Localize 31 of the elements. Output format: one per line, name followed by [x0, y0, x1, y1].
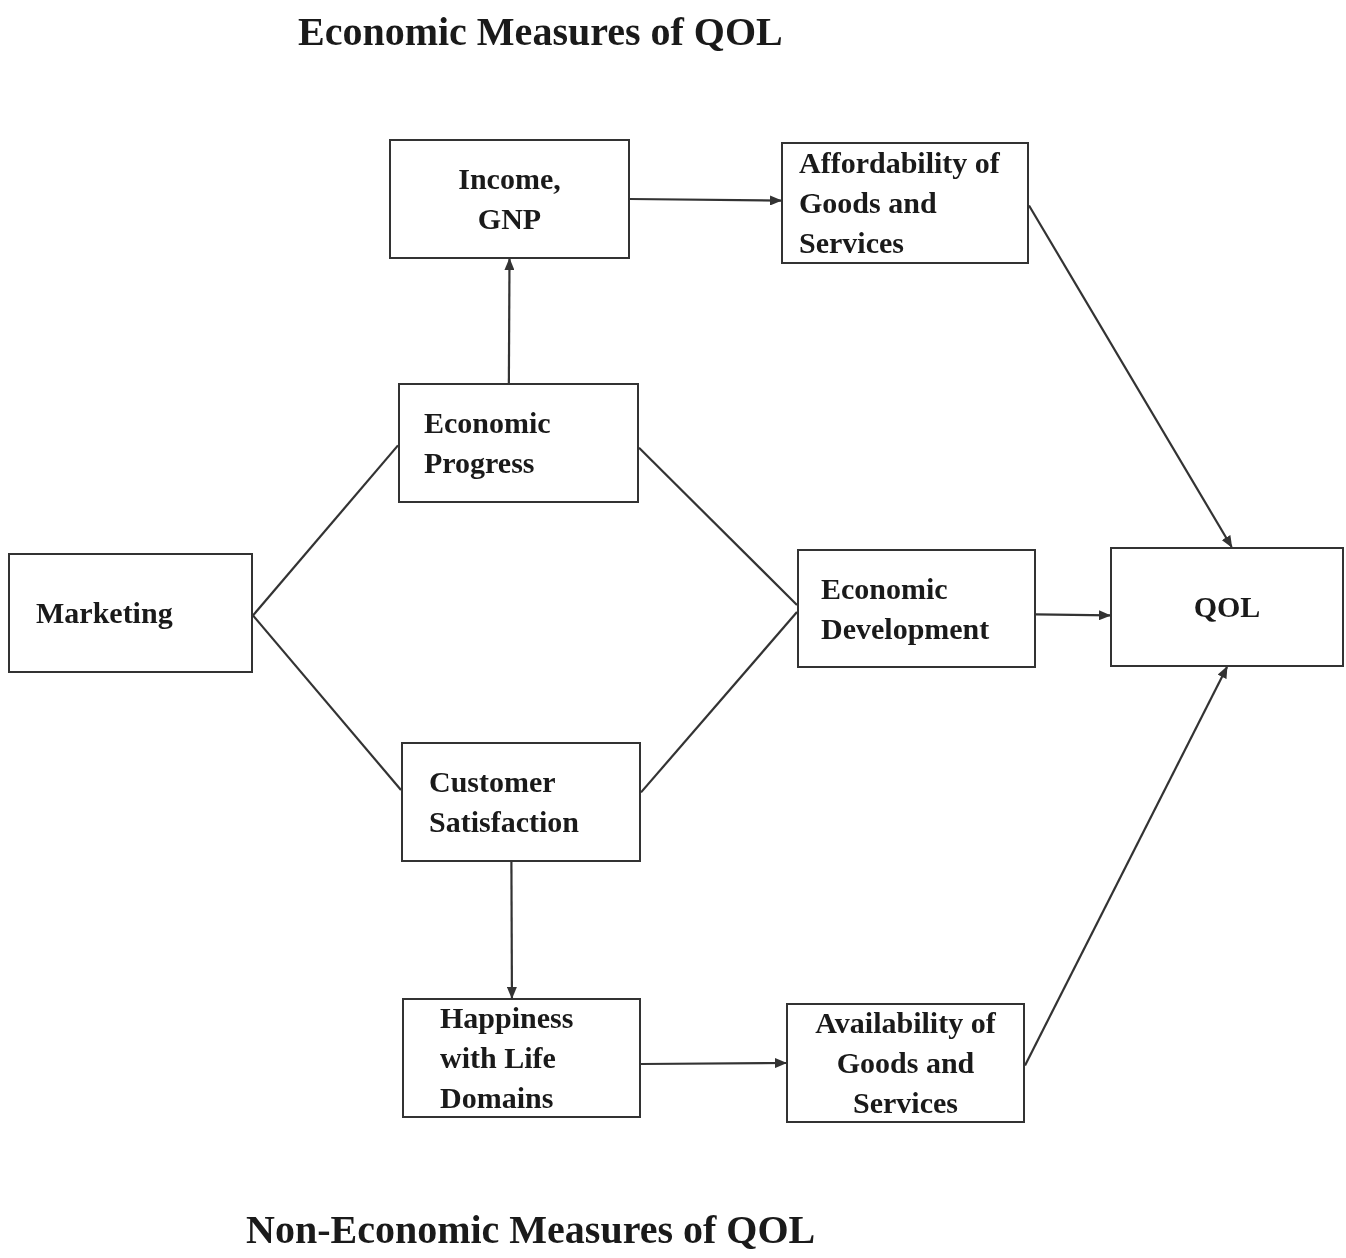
arrow	[630, 195, 782, 206]
connector-line	[252, 444, 399, 617]
box-label: Happiness with Life Domains	[440, 1000, 575, 1116]
process-box	[389, 139, 630, 259]
box-label: Economic Progress	[424, 405, 552, 481]
arrow	[506, 862, 517, 999]
process-box	[797, 549, 1036, 668]
box-label: Marketing	[36, 595, 174, 631]
arrow	[1036, 610, 1111, 621]
diagram-caption: Non-Economic Measures of QOL	[246, 1206, 816, 1253]
connector-line	[252, 614, 402, 791]
arrow	[1028, 204, 1233, 548]
process-box	[786, 1003, 1025, 1123]
process-box	[1110, 547, 1344, 667]
box-label: Affordability of Goods and Services	[799, 145, 1001, 261]
arrow	[641, 1058, 787, 1069]
process-box	[398, 383, 639, 503]
connector-line	[640, 611, 798, 794]
box-label: Economic Development	[821, 570, 991, 647]
arrow	[504, 258, 515, 383]
process-box	[402, 998, 641, 1118]
box-label: Customer Satisfaction	[429, 764, 580, 840]
diagram-title: Economic Measures of QOL	[298, 8, 783, 55]
connector-line	[638, 447, 798, 606]
box-label: Income, GNP	[457, 161, 562, 237]
process-box	[401, 742, 641, 862]
process-box	[781, 142, 1029, 264]
arrow	[1024, 666, 1228, 1066]
box-label: QOL	[1192, 589, 1262, 625]
box-label: Availability of Goods and Services	[814, 1005, 997, 1121]
process-box	[8, 553, 253, 673]
